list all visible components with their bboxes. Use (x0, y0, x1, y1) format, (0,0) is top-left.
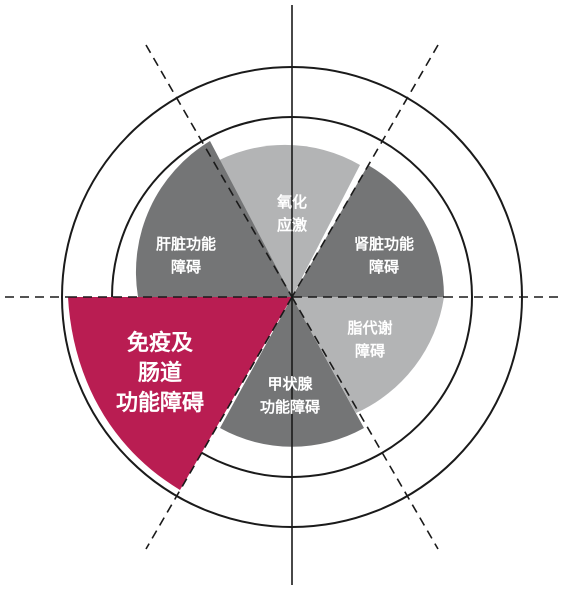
label-immune-gut: 免疫及 肠道 功能障碍 (116, 330, 204, 416)
label-thyroid-line2: 功能障碍 (260, 398, 320, 416)
label-thyroid: 甲状腺 功能障碍 (260, 375, 320, 416)
label-oxidative-stress-line1: 氧化 (276, 193, 307, 211)
diagonal-lower-right (291, 296, 439, 550)
label-oxidative-stress: 氧化 应激 (276, 193, 308, 234)
label-thyroid-line1: 甲状腺 (267, 375, 313, 393)
label-liver: 肝脏功能 障碍 (156, 235, 216, 276)
diagonal-lower-left (145, 296, 293, 550)
segment-liver (135, 141, 292, 297)
label-immune-gut-line2: 肠道 (138, 360, 182, 386)
label-lipid-line2: 障碍 (355, 342, 385, 360)
label-liver-line1: 肝脏功能 (156, 235, 216, 253)
label-kidney: 肾脏功能 障碍 (354, 235, 414, 276)
label-liver-line2: 障碍 (171, 258, 201, 276)
label-kidney-line1: 肾脏功能 (354, 235, 414, 253)
label-immune-gut-line1: 免疫及 (127, 330, 194, 356)
label-lipid-line1: 脂代谢 (347, 319, 392, 337)
segment-oxidative-stress (210, 144, 360, 297)
label-oxidative-stress-line2: 应激 (277, 216, 308, 234)
diagonal-upper-right (291, 44, 439, 298)
segment-kidney (292, 165, 445, 297)
segment-lipid (292, 297, 444, 413)
label-immune-gut-line3: 功能障碍 (116, 390, 204, 416)
label-lipid: 脂代谢 障碍 (347, 319, 392, 360)
segment-immune-gut (68, 297, 292, 490)
diagonal-upper-left (145, 44, 293, 298)
label-kidney-line2: 障碍 (369, 258, 399, 276)
